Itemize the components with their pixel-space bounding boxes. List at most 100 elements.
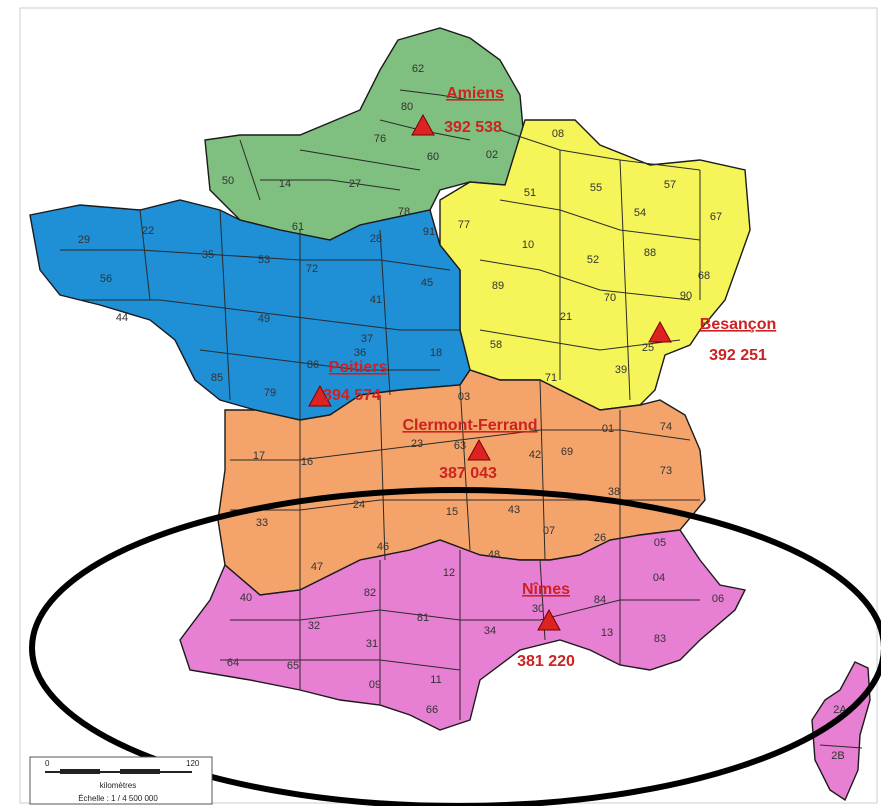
department-label-36: 36 (354, 347, 366, 359)
triangle-marker-icon (467, 438, 491, 461)
department-label-16: 16 (301, 456, 313, 468)
department-label-14: 14 (279, 178, 291, 190)
department-label-76: 76 (374, 133, 386, 145)
department-label-74: 74 (660, 421, 672, 433)
department-label-30: 30 (532, 603, 544, 615)
department-label-10: 10 (522, 239, 534, 251)
department-label-48: 48 (488, 549, 500, 561)
department-label-61: 61 (292, 221, 304, 233)
department-label-12: 12 (443, 567, 455, 579)
scale-segment-2 (120, 769, 160, 774)
department-label-78: 78 (398, 206, 410, 218)
scale-bar: 0 120 kilomètres Échelle : 1 / 4 500 000 (29, 756, 213, 805)
region-corsica (811, 661, 871, 802)
department-label-85: 85 (211, 372, 223, 384)
department-label-58: 58 (490, 339, 502, 351)
department-label-53: 53 (258, 254, 270, 266)
department-label-09: 09 (369, 679, 381, 691)
department-label-47: 47 (311, 561, 323, 573)
department-label-44: 44 (116, 312, 128, 324)
city-amiens: Amiens 392 538 (411, 85, 504, 136)
department-label-52: 52 (587, 254, 599, 266)
department-label-67: 67 (710, 211, 722, 223)
scale-unit: kilomètres (100, 781, 136, 790)
department-label-54: 54 (634, 207, 646, 219)
department-label-21: 21 (560, 311, 572, 323)
scale-start: 0 (45, 759, 50, 768)
department-label-65: 65 (287, 660, 299, 672)
city-population: 394 574 (323, 387, 381, 404)
department-label-23: 23 (411, 438, 423, 450)
department-label-81: 81 (417, 612, 429, 624)
triangle-marker-icon (308, 384, 332, 407)
department-label-68: 68 (698, 270, 710, 282)
department-label-66: 66 (426, 704, 438, 716)
scale-segment-1 (60, 769, 100, 774)
department-label-24: 24 (353, 499, 365, 511)
department-label-46: 46 (377, 541, 389, 553)
department-label-39: 39 (615, 364, 627, 376)
department-label-60: 60 (427, 151, 439, 163)
department-label-79: 79 (264, 387, 276, 399)
city-population: 392 251 (709, 347, 767, 364)
department-label-32: 32 (308, 620, 320, 632)
department-label-49: 49 (258, 313, 270, 325)
department-label-91: 91 (423, 226, 435, 238)
department-label-33: 33 (256, 517, 268, 529)
department-label-40: 40 (240, 592, 252, 604)
department-label-2B: 2B (831, 750, 844, 762)
city-name: Nîmes (522, 581, 570, 598)
city-population: 392 538 (444, 119, 502, 136)
department-label-57: 57 (664, 179, 676, 191)
department-label-82: 82 (364, 587, 376, 599)
scale-end: 120 (186, 759, 200, 768)
department-label-15: 15 (446, 506, 458, 518)
department-label-18: 18 (430, 347, 442, 359)
triangle-marker-icon (411, 113, 435, 136)
triangle-marker-icon (537, 608, 561, 631)
department-label-64: 64 (227, 657, 239, 669)
region-northwest (29, 199, 471, 421)
department-label-56: 56 (100, 273, 112, 285)
department-label-04: 04 (653, 572, 665, 584)
department-label-84: 84 (594, 594, 606, 606)
department-label-43: 43 (508, 504, 520, 516)
department-label-89: 89 (492, 280, 504, 292)
city-name: Besançon (700, 316, 776, 333)
department-label-86: 86 (307, 359, 319, 371)
department-label-45: 45 (421, 277, 433, 289)
region-south (179, 529, 747, 731)
department-label-72: 72 (306, 263, 318, 275)
department-label-27: 27 (349, 178, 361, 190)
department-label-34: 34 (484, 625, 496, 637)
department-label-07: 07 (543, 525, 555, 537)
department-label-73: 73 (660, 465, 672, 477)
department-label-28: 28 (370, 233, 382, 245)
department-label-80: 80 (401, 101, 413, 113)
department-label-71: 71 (545, 372, 557, 384)
scale-ratio: Échelle : 1 / 4 500 000 (78, 794, 158, 803)
department-label-25: 25 (642, 342, 654, 354)
department-label-13: 13 (601, 627, 613, 639)
department-label-42: 42 (529, 449, 541, 461)
regions-layer (29, 27, 871, 802)
department-label-41: 41 (370, 294, 382, 306)
city-poitiers: Poitiers 394 574 (308, 359, 388, 407)
department-label-03: 03 (458, 391, 470, 403)
city-name: Amiens (446, 85, 504, 102)
department-label-02: 02 (486, 149, 498, 161)
department-label-83: 83 (654, 633, 666, 645)
city-name: Poitiers (329, 359, 388, 376)
department-label-90: 90 (680, 290, 692, 302)
department-label-22: 22 (142, 225, 154, 237)
department-label-88: 88 (644, 247, 656, 259)
department-label-63: 63 (454, 440, 466, 452)
department-label-01: 01 (602, 423, 614, 435)
triangle-marker-icon (648, 320, 672, 343)
department-label-69: 69 (561, 446, 573, 458)
department-label-55: 55 (590, 182, 602, 194)
department-label-26: 26 (594, 532, 606, 544)
department-label-51: 51 (524, 187, 536, 199)
